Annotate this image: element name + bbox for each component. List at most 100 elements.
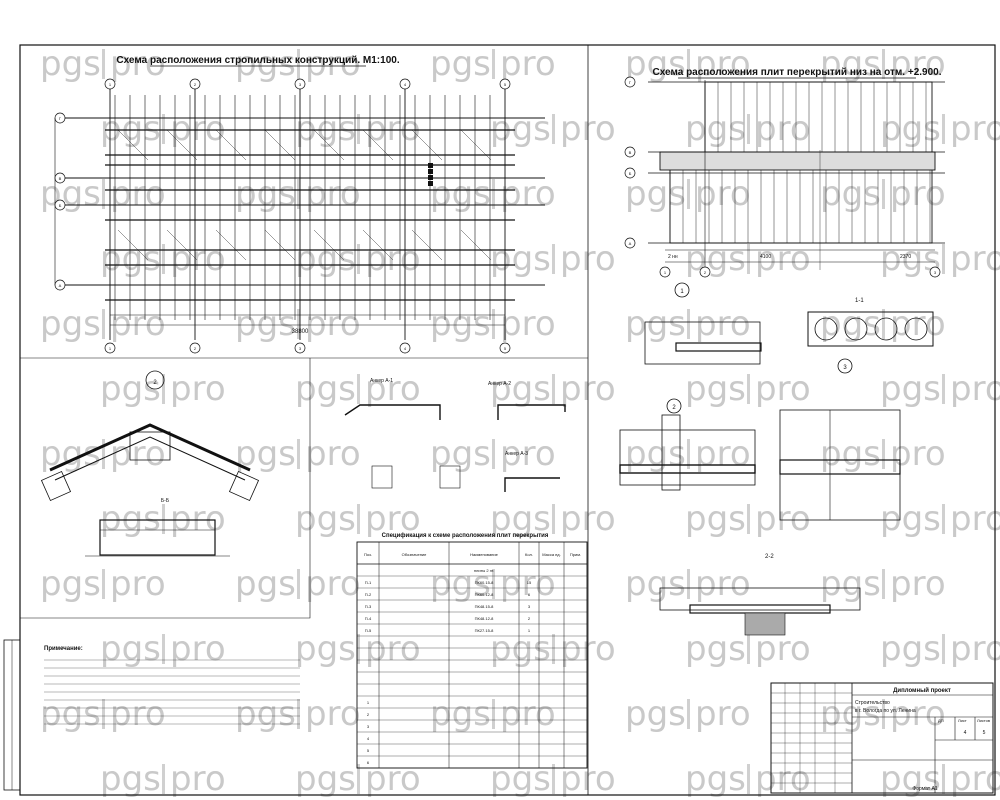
- rafter-grid: [54, 85, 545, 340]
- watermark-text: pro: [170, 109, 226, 149]
- watermark-text: pro: [110, 44, 166, 84]
- brace: [215, 229, 247, 261]
- axis-label: 1: [664, 270, 667, 275]
- watermark-bar: [687, 439, 690, 469]
- spec-cell: 1: [528, 628, 531, 633]
- watermark-bar: [942, 244, 945, 274]
- watermark-bar: [162, 634, 165, 664]
- sheet-label: Лист: [958, 718, 967, 723]
- details-frame: [20, 358, 311, 619]
- rafter-shape: [49, 423, 251, 472]
- watermark-text: pro: [890, 174, 946, 214]
- slab-dim-2: 4100: [760, 254, 771, 260]
- watermark-text: pgs: [820, 564, 881, 604]
- anchor-2-shape: [497, 404, 566, 420]
- watermark-text: pro: [110, 434, 166, 474]
- spec-cell: П-3: [365, 604, 372, 609]
- anchor-3-label: Анкер А-3: [505, 451, 528, 457]
- watermark-text: pro: [170, 369, 226, 409]
- watermark-bar: [747, 764, 750, 794]
- node-2-label: 2: [672, 405, 676, 411]
- watermark-text: pro: [950, 629, 1000, 669]
- slab-void: [904, 317, 928, 341]
- watermark-text: pro: [305, 564, 361, 604]
- watermark-text: pro: [755, 239, 811, 279]
- watermark-text: pgs: [490, 369, 551, 409]
- watermark-bar: [492, 49, 495, 79]
- axis-label: 3: [299, 346, 302, 351]
- axis-bubble: [624, 167, 636, 179]
- watermark-bar: [357, 764, 360, 794]
- anchor-details: Анкер А-1 Анкер А-2 Анкер А-3: [344, 378, 566, 492]
- watermark-bar: [297, 309, 300, 339]
- watermark-bar: [747, 244, 750, 274]
- watermark-bar: [747, 374, 750, 404]
- section-beam: [99, 519, 216, 556]
- rafter-underside: [54, 436, 246, 481]
- watermark-bar: [492, 439, 495, 469]
- watermark-text: pro: [890, 304, 946, 344]
- axis-label: 5: [504, 82, 507, 87]
- watermark-bar: [942, 634, 945, 664]
- project-title: Дипломный проект: [893, 687, 951, 694]
- watermark-bar: [942, 764, 945, 794]
- axis-bubble: [624, 76, 636, 88]
- watermark-text: pgs: [490, 629, 551, 669]
- watermark-bar: [747, 634, 750, 664]
- brace: [460, 129, 492, 161]
- spec-cell: 3: [528, 604, 531, 609]
- axis-label: 1: [109, 346, 112, 351]
- watermark-text: pgs: [820, 304, 881, 344]
- spec-cell: ПК48.15-8: [475, 604, 495, 609]
- sheets-label: Листов: [977, 718, 990, 723]
- axis-bubble: [399, 78, 411, 90]
- watermark-text: pro: [950, 239, 1000, 279]
- watermark-text: pgs: [295, 369, 356, 409]
- node-1-slab: [675, 342, 762, 352]
- watermark-text: pgs: [820, 44, 881, 84]
- anchor-mark: [428, 181, 433, 186]
- watermark-text: pro: [170, 239, 226, 279]
- watermark-bar: [492, 179, 495, 209]
- watermark-text: pro: [695, 304, 751, 344]
- axis-label: 2: [194, 346, 197, 351]
- watermark-text: pro: [695, 174, 751, 214]
- axis-label: 4: [404, 82, 407, 87]
- spec-cell: П-2: [365, 592, 372, 597]
- anchor-detail-box: [439, 465, 461, 489]
- brace: [264, 229, 296, 261]
- watermark-bar: [297, 439, 300, 469]
- watermark-text: pro: [500, 434, 556, 474]
- watermark-text: pgs: [40, 694, 101, 734]
- watermark-text: pgs: [235, 564, 296, 604]
- watermark-bar: [942, 114, 945, 144]
- watermark-text: pgs: [235, 44, 296, 84]
- watermark-text: pgs: [40, 174, 101, 214]
- spec-header: Прим.: [570, 552, 581, 557]
- axis-bubble: [189, 78, 201, 90]
- hollow-slab-section: [807, 311, 934, 347]
- axis-label: 1: [109, 82, 112, 87]
- axis-bubble: [624, 146, 636, 158]
- watermark-bar: [102, 49, 105, 79]
- watermark-text: pgs: [295, 239, 356, 279]
- section-2-2-body: [659, 587, 861, 611]
- watermark-text: pgs: [100, 499, 161, 539]
- sheet-frame: [19, 44, 996, 796]
- watermark-bar: [687, 49, 690, 79]
- watermark-text: pgs: [625, 434, 686, 474]
- node-1-label: 1: [680, 289, 684, 295]
- watermark-text: pgs: [295, 759, 356, 799]
- spec-header: Кол.: [525, 552, 533, 557]
- watermark-text: pgs: [490, 759, 551, 799]
- anchor-3-shape: [504, 477, 560, 492]
- watermark-text: pro: [890, 694, 946, 734]
- axis-label: 5: [504, 346, 507, 351]
- node-2-circle: [666, 398, 682, 414]
- spec-cell: П-4: [365, 616, 372, 621]
- notes-block: Примечание:: [44, 646, 300, 725]
- brace: [460, 229, 492, 261]
- watermark-bar: [357, 244, 360, 274]
